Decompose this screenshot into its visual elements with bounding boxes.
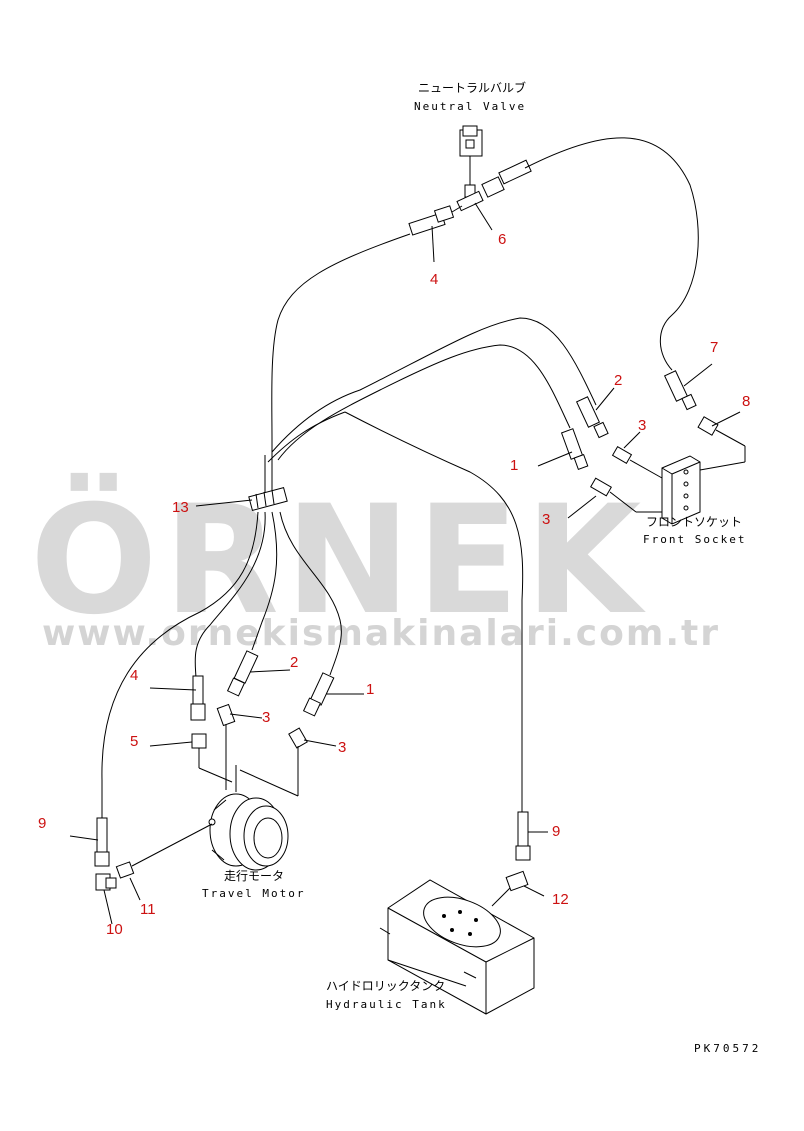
- hose-fitting-1-left: [302, 672, 335, 717]
- front-socket-label-en: Front Socket: [643, 533, 746, 546]
- hose-fitting-2-left: [226, 650, 259, 697]
- hose-fitting-9-right: [515, 811, 531, 861]
- hydraulic-tank: [379, 879, 535, 1015]
- callout-3-right-upper: 3: [638, 417, 646, 434]
- travel-motor-label-en: Travel Motor: [202, 887, 305, 900]
- tee-fitting-6: [456, 159, 532, 212]
- leader-lines: [69, 202, 741, 987]
- hydraulic-tank-label-en: Hydraulic Tank: [326, 998, 447, 1011]
- watermark-url: www.ornekismakinalari.com.tr: [42, 613, 720, 654]
- adapter-5: [191, 733, 233, 783]
- front-socket-block: [661, 455, 701, 525]
- hose-fitting-2-right: [575, 396, 609, 439]
- callout-12: 12: [552, 891, 569, 908]
- hydraulic-tank-label-jp: ハイドロリックタンク: [326, 979, 445, 993]
- neutral-valve-label-en: Neutral Valve: [414, 100, 526, 113]
- callout-9-right: 9: [552, 823, 560, 840]
- neutral-valve: [459, 125, 483, 198]
- callout-7: 7: [710, 339, 718, 356]
- callout-3-left-lower: 3: [338, 739, 346, 756]
- hose-fitting-1-right: [560, 428, 589, 470]
- watermark-brand: ÖRNEK: [30, 472, 647, 648]
- hose-clamp-13: [248, 486, 288, 512]
- callout-1-left: 1: [366, 681, 374, 698]
- connector-11: [115, 823, 213, 879]
- hose-fitting-4-left: [190, 675, 206, 721]
- elbow-fitting-10: [95, 873, 117, 891]
- neutral-valve-label-jp: ニュートラルバルブ: [418, 80, 526, 95]
- callout-11: 11: [140, 901, 156, 918]
- callout-2-left: 2: [290, 654, 298, 671]
- callout-13: 13: [172, 499, 189, 516]
- hose-fitting-7: [663, 370, 697, 411]
- watermark: ÖRNEK www.ornekismakinalari.com.tr: [30, 472, 720, 654]
- hose-lines: [101, 137, 699, 818]
- drawing-code: PK70572: [694, 1042, 761, 1055]
- front-socket-label-jp: フロントソケット: [646, 515, 742, 529]
- adapter-3-right-lower: [590, 477, 666, 513]
- callouts: 6 4 7 8 2 3 1 3 13 4 2 1 3 5 3 9 9 11 10…: [38, 231, 750, 938]
- adapter-3-left-lower: [235, 727, 308, 797]
- travel-motor: [208, 793, 289, 871]
- callout-8: 8: [742, 393, 750, 410]
- callout-1-right: 1: [510, 457, 518, 474]
- callout-4-left: 4: [130, 667, 138, 684]
- callout-6: 6: [498, 231, 506, 248]
- hose-fitting-4-top: [408, 205, 463, 236]
- callout-2-right: 2: [614, 372, 622, 389]
- callout-4-top: 4: [430, 271, 438, 288]
- elbow-fitting-12: [491, 870, 529, 907]
- elbow-fitting-8: [697, 416, 746, 471]
- callout-3-left-mid: 3: [262, 709, 270, 726]
- callout-5: 5: [130, 733, 138, 750]
- hose-fitting-9-left: [94, 817, 110, 867]
- travel-motor-label-jp: 走行モータ: [224, 869, 284, 883]
- callout-10: 10: [106, 921, 123, 938]
- adapter-3-right-upper: [611, 445, 663, 479]
- callout-3-right-lower: 3: [542, 511, 550, 528]
- callout-9-left: 9: [38, 815, 46, 832]
